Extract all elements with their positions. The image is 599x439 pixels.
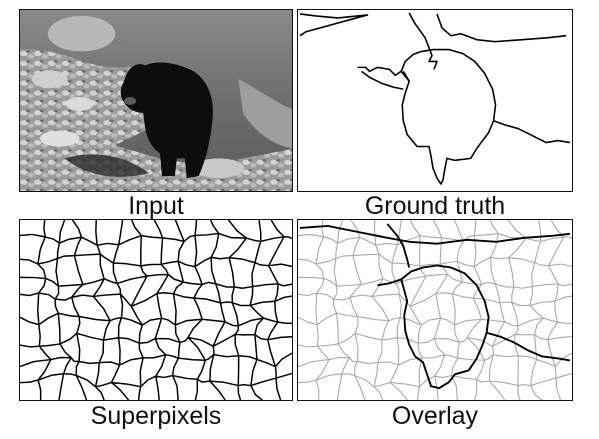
input-image-panel xyxy=(19,9,293,192)
overlay-caption: Overlay xyxy=(391,402,479,430)
superpixels-panel xyxy=(19,219,293,401)
superpixel-edges xyxy=(20,220,292,400)
ground-truth-caption: Ground truth xyxy=(364,192,506,220)
overlay-boundaries xyxy=(298,220,572,400)
overlay-ground-truth xyxy=(299,223,571,390)
bear-photo xyxy=(20,10,292,191)
input-caption: Input xyxy=(128,192,184,220)
superpixels-caption: Superpixels xyxy=(90,402,222,430)
superpixel-edges xyxy=(298,220,572,400)
overlay-panel xyxy=(297,219,573,401)
superpixel-boundaries xyxy=(20,220,292,400)
ground-truth-boundaries xyxy=(299,12,571,185)
ground-truth-panel xyxy=(297,9,573,192)
